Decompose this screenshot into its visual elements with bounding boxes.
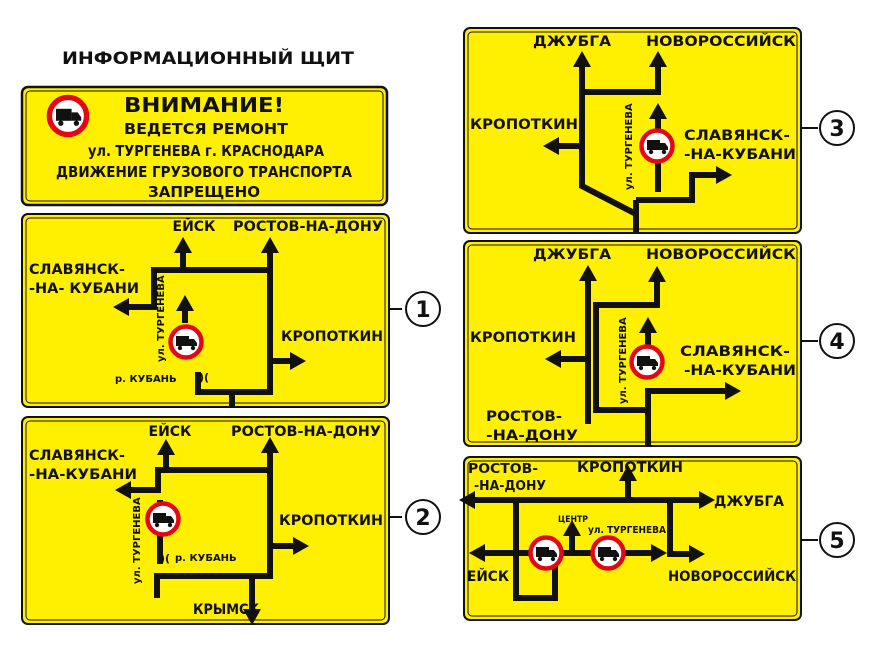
label-kropotkin: КРОПОТКИН: [470, 117, 578, 133]
label-slavyansk-1: СЛАВЯНСК-: [684, 128, 790, 144]
label-river: р. КУБАНЬ: [115, 374, 177, 385]
label-eysk: ЕЙСК: [149, 423, 193, 440]
label-street: ул. ТУРГЕНЕВА: [588, 525, 667, 536]
bridge-icon: )(: [160, 552, 170, 565]
label-novorossiysk: НОВОРОССИЙСК: [646, 33, 797, 50]
scheme-sign-4: ДЖУБГА НОВОРОССИЙСК КРОПОТКИН СЛАВЯНСК- …: [463, 240, 802, 447]
no-trucks-sign-icon: [148, 504, 179, 535]
label-rostov: РОСТОВ-НА-ДОНУ: [233, 219, 383, 235]
svg-text:5: 5: [829, 529, 844, 554]
label-slavyansk-1: СЛАВЯНСК-: [680, 344, 790, 360]
label-rostov-1: РОСТОВ-: [468, 462, 538, 477]
svg-text:3: 3: [829, 117, 844, 142]
label-street: ул. ТУРГЕНЕВА: [618, 317, 629, 404]
label-slavyansk-2: -НА- КУБАНИ: [29, 281, 139, 297]
label-novorossiysk: НОВОРОССИЙСК: [668, 568, 797, 585]
label-novorossiysk: НОВОРОССИЙСК: [646, 246, 797, 263]
label-street: ул. ТУРГЕНЕВА: [624, 103, 635, 190]
label-kropotkin: КРОПОТКИН: [279, 513, 383, 529]
label-eysk: ЕЙСК: [173, 218, 217, 235]
notice-sign: ВНИМАНИЕ! ВЕДЕТСЯ РЕМОНТ ул. ТУРГЕНЕВА г…: [20, 85, 389, 207]
sign-number-2: 2: [405, 499, 441, 535]
scheme-sign-1: )( ЕЙСК РОСТОВ-НА-ДОНУ СЛАВЯНСК- -НА- КУ…: [21, 213, 390, 408]
label-center: ЦЕНТР: [558, 515, 588, 525]
label-street: ул. ТУРГЕНЕВА: [132, 497, 143, 584]
label-slavyansk-1: СЛАВЯНСК-: [29, 448, 125, 464]
label-kropotkin: КРОПОТКИН: [470, 330, 576, 346]
label-krymsk: КРЫМСК: [193, 602, 260, 618]
scheme-sign-5: РОСТОВ- -НА-ДОНУ КРОПОТКИН ДЖУБГА ЦЕНТР …: [459, 456, 802, 621]
no-trucks-sign-icon: [49, 97, 86, 134]
label-slavyansk-1: СЛАВЯНСК-: [29, 262, 125, 278]
page-title: ИНФОРМАЦИОННЫЙ ЩИТ: [62, 49, 355, 68]
label-dzhubga: ДЖУБГА: [533, 34, 611, 50]
label-river: р. КУБАНЬ: [175, 553, 237, 564]
notice-street: ул. ТУРГЕНЕВА г. КРАСНОДАРА: [88, 142, 324, 160]
label-rostov-2: -НА-ДОНУ: [486, 428, 578, 444]
scheme-sign-3: ДЖУБГА НОВОРОССИЙСК КРОПОТКИН СЛАВЯНСК- …: [463, 27, 802, 234]
sign-number-5: 5: [819, 522, 855, 558]
label-rostov: РОСТОВ-НА-ДОНУ: [231, 424, 381, 440]
no-trucks-sign-icon: [593, 538, 624, 569]
label-kropotkin: КРОПОТКИН: [577, 460, 683, 476]
label-slavyansk-2: -НА-КУБАНИ: [684, 147, 796, 163]
label-rostov-1: РОСТОВ-: [486, 409, 562, 425]
label-kropotkin: КРОПОТКИН: [281, 329, 383, 345]
label-eysk: ЕЙСК: [467, 568, 510, 585]
notice-traffic: ДВИЖЕНИЕ ГРУЗОВОГО ТРАНСПОРТА: [56, 163, 352, 181]
no-trucks-sign-icon: [171, 327, 202, 358]
label-slavyansk-2: -НА-КУБАНИ: [684, 363, 796, 379]
svg-text:2: 2: [415, 506, 430, 531]
notice-prohibited: ЗАПРЕЩЕНО: [148, 183, 260, 201]
no-trucks-sign-icon: [632, 347, 663, 378]
no-trucks-sign-icon: [642, 131, 673, 162]
label-slavyansk-2: -НА-КУБАНИ: [29, 467, 137, 483]
label-rostov-2: -НА-ДОНУ: [474, 479, 546, 494]
scheme-sign-2: )( ЕЙСК РОСТОВ-НА-ДОНУ СЛАВЯНСК- -НА-КУБ…: [21, 416, 390, 625]
label-dzhubga: ДЖУБГА: [533, 247, 611, 263]
notice-repair: ВЕДЕТСЯ РЕМОНТ: [124, 120, 289, 138]
no-trucks-sign-icon: [531, 538, 562, 569]
notice-attention: ВНИМАНИЕ!: [124, 93, 284, 117]
svg-text:1: 1: [415, 298, 430, 323]
sign-number-3: 3: [819, 110, 855, 146]
sign-number-1: 1: [405, 291, 441, 327]
svg-text:4: 4: [829, 330, 844, 355]
sign-number-4: 4: [819, 323, 855, 359]
label-dzhubga: ДЖУБГА: [714, 494, 784, 510]
label-street: ул. ТУРГЕНЕВА: [156, 275, 167, 362]
bridge-icon: )(: [199, 371, 209, 384]
